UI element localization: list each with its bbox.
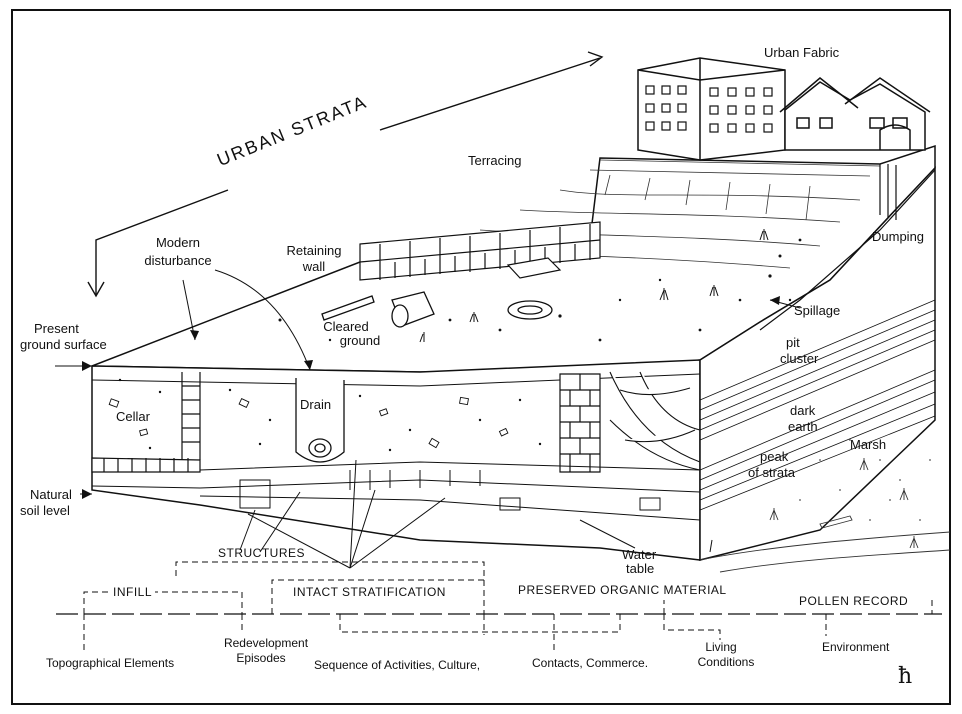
label-retaining-line1: Retaining [286,243,342,258]
label-dark-line2: earth [788,419,818,434]
label-dumping: Dumping [872,229,925,244]
label-cleared-line2: ground [339,333,381,348]
label-drain: Drain [300,397,332,412]
leader-arrowheads [82,296,780,499]
outcome-redevelopment-line1: Redevelopment [223,636,309,650]
label-retaining-line2: wall [302,259,326,274]
urban-strata-arrow [87,51,604,298]
front-rubble [108,396,509,449]
label-dark-line1: dark [790,403,816,418]
outcome-sequence: Sequence of Activities, Culture, [314,658,481,672]
label-urban-fabric: Urban Fabric [764,45,840,60]
pit-cluster [609,371,701,471]
cellar [91,372,201,473]
label-modern-line1: Modern [155,235,201,250]
front-dots [118,378,542,452]
surface-objects [321,291,553,328]
label-pit-line1: pit [786,335,800,350]
brick-column [559,373,601,473]
category-infill: INFILL [110,585,156,599]
marsh-dots [799,439,931,521]
label-modern-line2: disturbance [144,253,212,268]
category-connectors [83,561,933,650]
house [779,77,931,151]
label-natural-line2: soil level [20,503,70,518]
outcome-living-line2: Conditions [697,655,755,669]
grass-tufts [419,229,769,343]
label-peak-line1: peak [760,449,789,464]
outcome-topographical: Topographical Elements [46,656,175,670]
label-peak-line2: of strata [748,465,795,480]
intact-stratification [91,461,701,521]
outcome-living-line1: Living [705,640,737,654]
label-present-line2: ground surface [20,337,107,352]
label-present-line1: Present [34,321,79,336]
retaining-wall [359,221,601,281]
label-terracing: Terracing [468,153,522,168]
leader-lines [55,269,801,569]
office-building [637,57,786,161]
drain [295,378,345,463]
category-intact-stratification: INTACT STRATIFICATION [290,585,449,599]
outcome-contacts: Contacts, Commerce. [532,656,649,670]
artist-signature: ħ [898,664,913,689]
marsh [699,458,951,573]
label-cellar: Cellar [116,409,150,424]
category-preserved-organic: PRESERVED ORGANIC MATERIAL [518,583,727,597]
dark-earth [699,299,936,511]
label-water-line1: Water [622,547,657,562]
label-cleared-line1: Cleared [323,319,369,334]
surface-debris [278,238,802,342]
label-water-line2: table [626,561,655,576]
label-pit-line2: cluster [780,351,819,366]
right-edge-wall [759,164,936,331]
label-natural-line1: Natural [30,487,72,502]
label-spillage: Spillage [794,303,841,318]
label-marsh: Marsh [850,437,887,452]
category-pollen-record: POLLEN RECORD [796,594,912,608]
frame-border [11,9,951,705]
category-structures: STRUCTURES [218,546,306,560]
outcome-redevelopment-line2: Episodes [236,651,286,665]
outcome-environment: Environment [822,640,890,654]
